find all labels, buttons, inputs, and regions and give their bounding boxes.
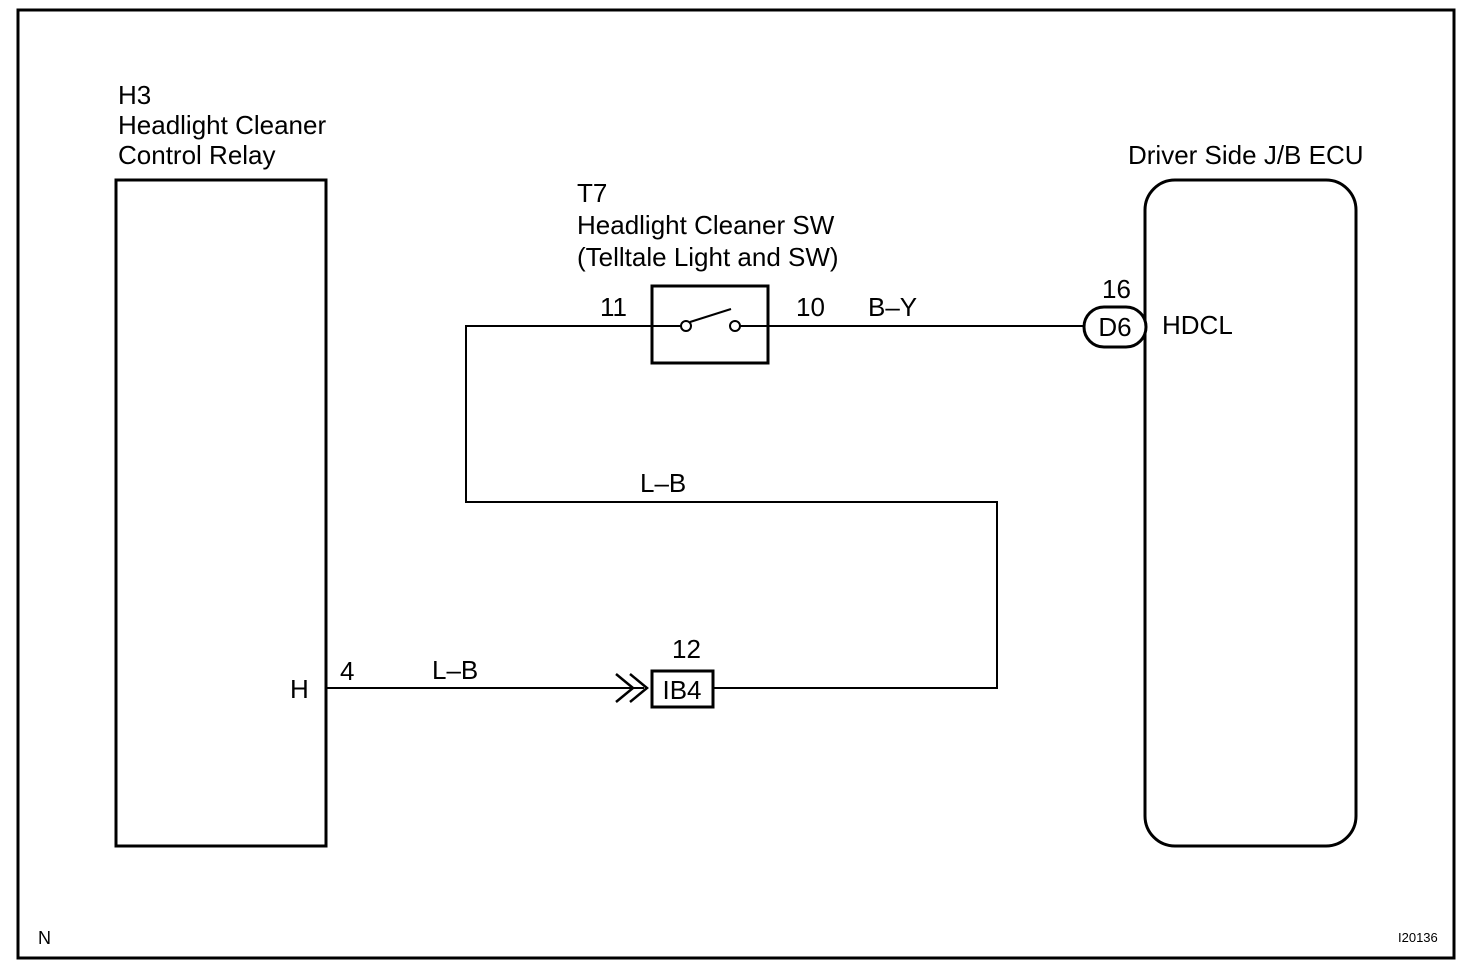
wire-color-relay-to-junction: L–B: [432, 655, 478, 685]
switch-component-box: [650, 284, 770, 365]
switch-pin-left: 11: [600, 292, 627, 322]
junction-chevron-inner: [629, 673, 649, 703]
corner-marker: N: [38, 928, 51, 948]
relay-name-line1: Headlight Cleaner: [118, 110, 326, 140]
wire-junction-loop-to-switch: [465, 325, 998, 689]
ecu-terminal-label: HDCL: [1162, 310, 1233, 340]
ecu-name: Driver Side J/B ECU: [1128, 140, 1364, 170]
switch-blade: [689, 308, 732, 323]
ecu-connector-code: D6: [1098, 312, 1131, 342]
switch-pin-right: 10: [796, 292, 825, 322]
switch-name-line1: Headlight Cleaner SW: [577, 210, 835, 240]
junction-connector-code: IB4: [662, 675, 701, 705]
ecu-component-box: [1143, 178, 1358, 848]
switch-contact-left: [680, 320, 692, 332]
diagram-frame: [16, 8, 1456, 960]
wire-color-switch-to-ecu: B–Y: [868, 292, 917, 322]
ecu-pin-number: 16: [1102, 274, 1131, 304]
wire-color-loop: L–B: [640, 468, 686, 498]
junction-pin-number: 12: [672, 634, 701, 664]
switch-contact-right: [729, 320, 741, 332]
relay-component-box: [114, 178, 328, 848]
figure-id: I20136: [1398, 930, 1438, 945]
relay-pin-number: 4: [340, 656, 354, 686]
relay-code: H3: [118, 80, 151, 110]
switch-name-line2: (Telltale Light and SW): [577, 242, 839, 272]
relay-name-line2: Control Relay: [118, 140, 276, 170]
switch-code: T7: [577, 178, 607, 208]
relay-terminal-label: H: [290, 674, 309, 704]
